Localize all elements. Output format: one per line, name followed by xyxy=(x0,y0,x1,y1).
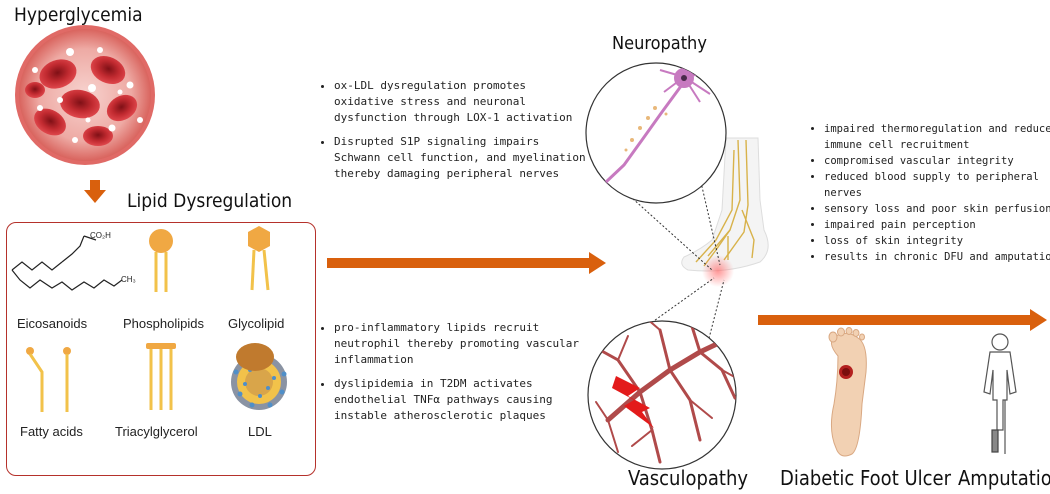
list-item: dyslipidemia in T2DM activates endotheli… xyxy=(334,376,596,424)
eicosanoid-structure-icon xyxy=(11,235,123,291)
list-item: impaired pain perception xyxy=(824,217,1050,233)
ch3-label: CH₃ xyxy=(121,275,136,284)
eicosanoids-label: Eicosanoids xyxy=(17,316,88,331)
vasculopathy-mechanisms-list: pro-inflammatory lipids recruit neutroph… xyxy=(318,320,596,432)
list-item: sensory loss and poor skin perfusion xyxy=(824,201,1050,217)
main-arrow-icon xyxy=(327,252,606,274)
fatty-acid-icon xyxy=(26,347,71,412)
blood-cells-icon xyxy=(15,25,155,165)
fatty-acids-label: Fatty acids xyxy=(20,424,83,439)
outcomes-list: impaired thermoregulation and reduced im… xyxy=(808,121,1050,265)
outcome-arrow-icon xyxy=(758,309,1047,331)
list-item: compromised vascular integrity xyxy=(824,153,1050,169)
list-item: Disrupted S1P signaling impairs Schwann … xyxy=(334,134,592,182)
ldl-particle-icon xyxy=(231,343,287,410)
hyperglycemia-title: Hyperglycemia xyxy=(14,4,143,26)
lipid-dysregulation-title: Lipid Dysregulation xyxy=(127,190,293,212)
co2h-label: CO₂H xyxy=(90,231,111,240)
neuropathy-mechanisms-list: ox-LDL dysregulation promotes oxidative … xyxy=(318,78,592,190)
list-item: pro-inflammatory lipids recruit neutroph… xyxy=(334,320,596,368)
triacylglycerol-label: Triacylglycerol xyxy=(115,424,198,439)
list-item: ox-LDL dysregulation promotes oxidative … xyxy=(334,78,592,126)
foot-ulcer-icon xyxy=(828,327,867,457)
lipid-types-panel xyxy=(6,222,316,476)
diabetic-foot-ulcer-title: Diabetic Foot Ulcer xyxy=(780,466,951,490)
glycolipid-label: Glycolipid xyxy=(228,316,285,331)
down-arrow-icon xyxy=(84,180,106,203)
triacylglycerol-icon xyxy=(146,343,176,410)
list-item: impaired thermoregulation and reduced im… xyxy=(824,121,1050,153)
phospholipid-icon xyxy=(149,229,173,292)
list-item: results in chronic DFU and amputation xyxy=(824,249,1050,265)
list-item: reduced blood supply to peripheral nerve… xyxy=(824,169,1050,201)
ldl-label: LDL xyxy=(248,424,272,439)
amputee-figure-icon xyxy=(983,333,1017,454)
blood-vessel-icon xyxy=(587,320,737,470)
list-item: loss of skin integrity xyxy=(824,233,1050,249)
amputation-title: Amputation xyxy=(958,466,1050,490)
glycolipid-icon xyxy=(248,226,270,291)
vasculopathy-title: Vasculopathy xyxy=(628,466,749,490)
lightning-icon xyxy=(612,376,654,428)
neuropathy-title: Neuropathy xyxy=(612,33,707,54)
neuron-icon xyxy=(585,62,727,204)
foot-leg-icon xyxy=(681,137,769,287)
phospholipids-label: Phospholipids xyxy=(123,316,204,331)
